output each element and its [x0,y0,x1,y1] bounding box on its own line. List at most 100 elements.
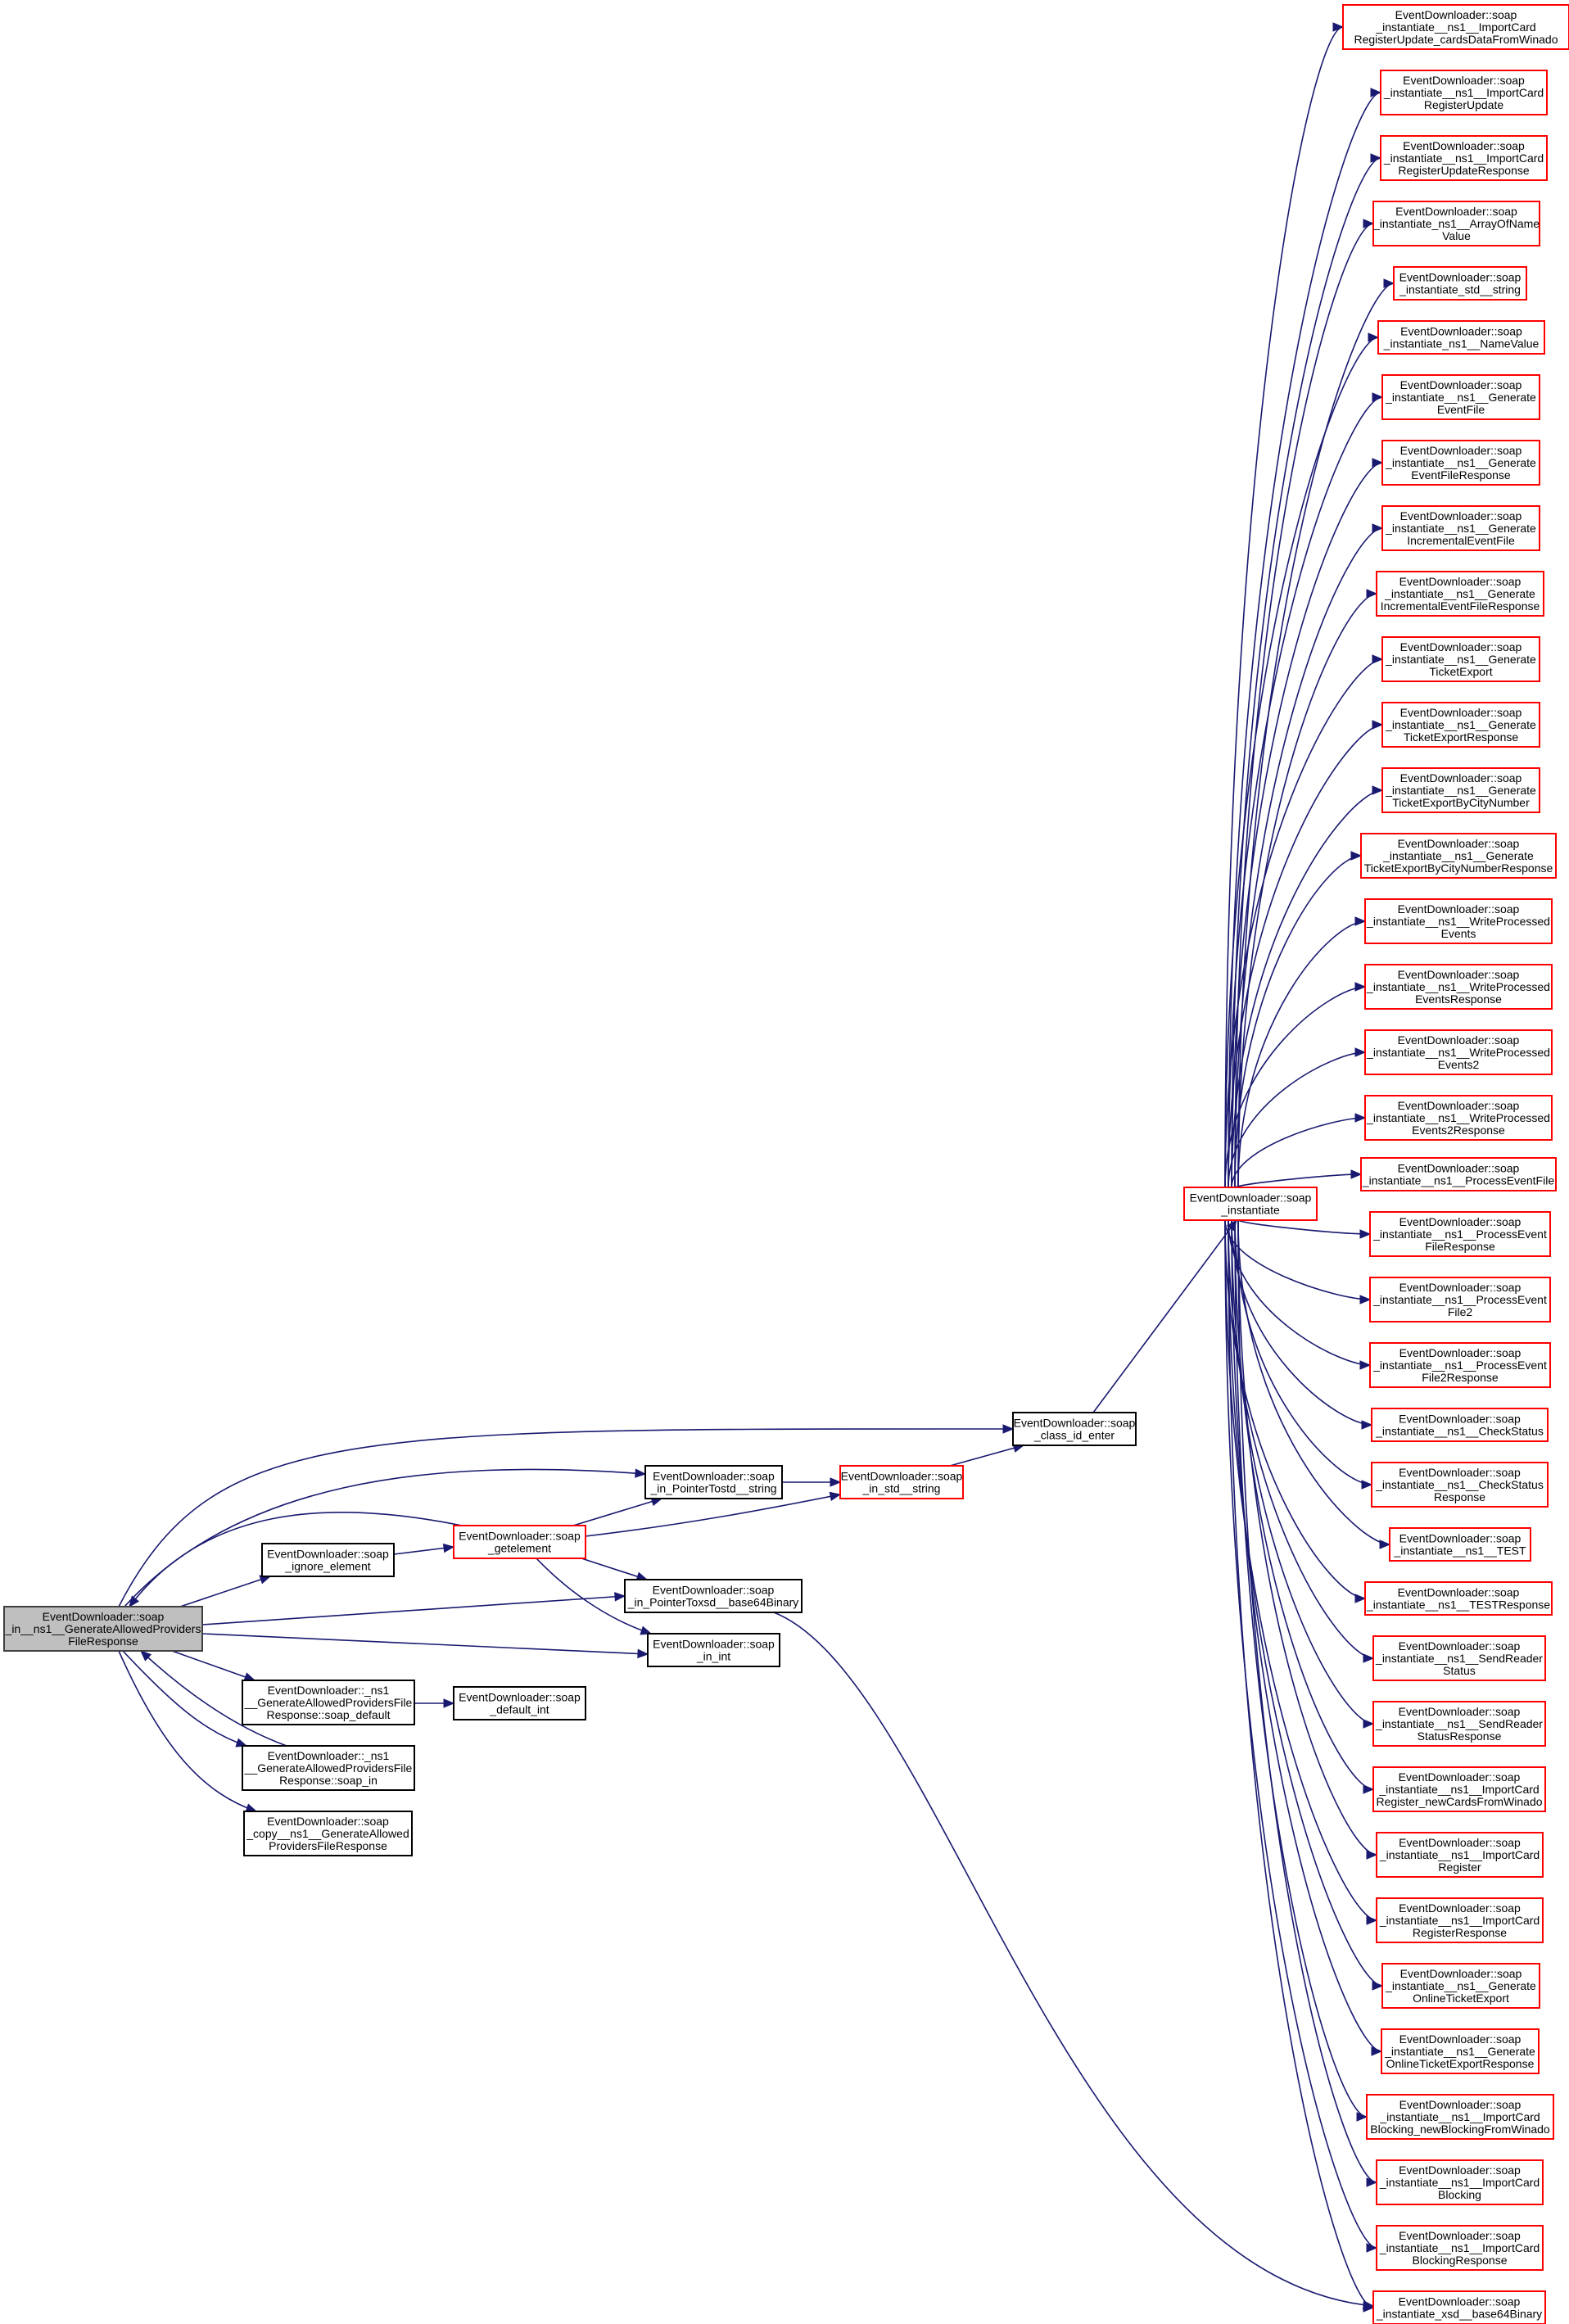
node-in-int[interactable]: EventDownloader::soap_in_int [647,1633,780,1667]
node-r25[interactable]: EventDownloader::soap_instantiate__ns1__… [1364,1581,1553,1616]
edge-instantiate-to-r13 [1234,855,1362,1188]
node-r36[interactable]: EventDownloader::soap_instantiate_xsd__b… [1372,2290,1546,2324]
edge-class_id_enter-to-instantiate-arrowhead [1226,1219,1237,1232]
edge-class_id_enter-to-instantiate [1092,1219,1237,1413]
node-soap-copy[interactable]: EventDownloader::soap_copy__ns1__Generat… [243,1811,413,1856]
edge-instantiate-to-r12 [1231,789,1383,1188]
node-r21[interactable]: EventDownloader::soap_instantiate__ns1__… [1369,1342,1551,1388]
node-r14[interactable]: EventDownloader::soap_instantiate__ns1__… [1364,898,1553,944]
node-ignore-element[interactable]: EventDownloader::soap_ignore_element [261,1543,395,1577]
edge-instantiate-to-r7-arrowhead [1372,458,1384,468]
node-box [1376,2159,1544,2205]
node-label-line: _instantiate__ns1__TESTResponse [1366,1598,1550,1612]
node-soap-default[interactable]: EventDownloader::_ns1__GenerateAllowedPr… [242,1680,415,1725]
edge-instantiate-to-r16 [1228,1051,1366,1188]
node-r4[interactable]: EventDownloader::soap_instantiate_std__s… [1393,266,1527,301]
edge-instantiate-to-r19 [1237,1219,1371,1235]
node-default-int[interactable]: EventDownloader::soap_default_int [453,1686,586,1720]
node-label-line: EventDownloader::soap [1014,1417,1136,1430]
node-in-PointerTostd-string[interactable]: EventDownloader::soap_in_PointerTostd__s… [644,1465,783,1499]
node-in-PointerToxsd-base64[interactable]: EventDownloader::soap_in_PointerToxsd__b… [624,1579,803,1613]
node-r34[interactable]: EventDownloader::soap_instantiate__ns1__… [1376,2159,1544,2205]
edge-instantiate-to-r14 [1237,920,1366,1188]
node-label-line: EventFileResponse [1411,468,1511,482]
node-r16[interactable]: EventDownloader::soap_instantiate__ns1__… [1364,1029,1553,1075]
node-r31[interactable]: EventDownloader::soap_instantiate__ns1__… [1381,1963,1540,2009]
node-r19[interactable]: EventDownloader::soap_instantiate__ns1__… [1369,1211,1551,1257]
node-label-line: IncrementalEventFile [1407,534,1515,547]
node-box [242,1745,415,1791]
node-r2[interactable]: EventDownloader::soap_instantiate__ns1__… [1380,135,1548,181]
node-root[interactable]: EventDownloader::soap_in__ns1__GenerateA… [3,1606,203,1652]
edge-instantiate-to-r5-arrowhead [1368,332,1380,342]
node-r30[interactable]: EventDownloader::soap_instantiate__ns1__… [1376,1897,1544,1943]
node-box [1372,1635,1546,1681]
node-r0[interactable]: EventDownloader::soap_instantiate__ns1__… [1342,4,1569,50]
node-r35[interactable]: EventDownloader::soap_instantiate__ns1__… [1376,2225,1544,2271]
node-r28[interactable]: EventDownloader::soap_instantiate__ns1__… [1372,1766,1546,1812]
node-r15[interactable]: EventDownloader::soap_instantiate__ns1__… [1364,964,1553,1010]
node-r32[interactable]: EventDownloader::soap_instantiate__ns1__… [1381,2028,1540,2074]
edge-instantiate-to-r17-arrowhead [1354,1113,1367,1123]
node-label-line: _instantiate_std__string [1399,283,1521,296]
node-label-line: EventsResponse [1415,992,1502,1006]
edge-instantiate-to-r31 [1228,1219,1383,1987]
node-r17[interactable]: EventDownloader::soap_instantiate__ns1__… [1364,1095,1553,1141]
node-box [1372,1766,1546,1812]
node-label-line: EventDownloader::soap [1400,378,1522,391]
edge-instantiate-to-r28 [1234,1219,1374,1790]
node-label-line: EventFile [1437,403,1485,416]
node-box [1369,1342,1551,1388]
edge-instantiate-to-r2-arrowhead [1370,153,1382,163]
node-r10[interactable]: EventDownloader::soap_instantiate__ns1__… [1381,636,1540,682]
node-r13[interactable]: EventDownloader::soap_instantiate__ns1__… [1360,833,1557,879]
node-label-line: EventDownloader::soap [1400,444,1522,457]
node-in-std-string[interactable]: EventDownloader::soap_in_std__string [839,1465,964,1499]
node-r26[interactable]: EventDownloader::soap_instantiate__ns1__… [1372,1635,1546,1681]
node-r22[interactable]: EventDownloader::soap_instantiate__ns1__… [1371,1408,1549,1442]
node-label-line: _instantiate__ns1__ImportCard [1379,1914,1540,1927]
node-box [624,1579,803,1613]
node-r5[interactable]: EventDownloader::soap_instantiate_ns1__N… [1377,320,1545,355]
node-getelement[interactable]: EventDownloader::soap_getelement [453,1525,586,1559]
node-label-line: _instantiate__ns1__TEST [1393,1544,1526,1558]
node-r12[interactable]: EventDownloader::soap_instantiate__ns1__… [1381,767,1540,813]
node-label-line: EventDownloader::_ns1 [268,1684,390,1697]
edge-instantiate-to-r28-arrowhead [1363,1784,1375,1794]
node-label-line: EventDownloader::soap [43,1610,165,1623]
node-class-id-enter[interactable]: EventDownloader::soap_class_id_enter [1012,1412,1137,1446]
edge-root-to-in_int-arrowhead [637,1648,649,1659]
node-r1[interactable]: EventDownloader::soap_instantiate__ns1__… [1380,70,1548,115]
node-box [1393,266,1527,301]
node-label-line: FileResponse [68,1634,138,1648]
node-label-line: EventDownloader::soap [1399,1466,1521,1479]
node-r3[interactable]: EventDownloader::soap_instantiate_ns1__A… [1372,201,1540,246]
node-r9[interactable]: EventDownloader::soap_instantiate__ns1__… [1376,571,1544,617]
node-label-line: Response::soap_default [267,1708,391,1721]
edge-getelement-to-in_std_string-arrowhead [829,1491,842,1502]
node-r8[interactable]: EventDownloader::soap_instantiate__ns1__… [1381,505,1540,551]
node-r18[interactable]: EventDownloader::soap_instantiate__ns1__… [1360,1157,1557,1191]
node-label-line: Response [1434,1490,1485,1503]
node-label-line: EventDownloader::soap [841,1470,963,1483]
node-r20[interactable]: EventDownloader::soap_instantiate__ns1__… [1369,1277,1551,1323]
node-soap-in-member[interactable]: EventDownloader::_ns1__GenerateAllowedPr… [242,1745,415,1791]
edge-instantiate-to-r14-arrowhead [1354,916,1367,926]
node-r29[interactable]: EventDownloader::soap_instantiate__ns1__… [1376,1832,1544,1878]
edge-instantiate-to-r20 [1224,1219,1371,1300]
node-r7[interactable]: EventDownloader::soap_instantiate__ns1__… [1381,440,1540,486]
node-label-line: EventDownloader::soap [1398,1033,1520,1047]
node-r11[interactable]: EventDownloader::soap_instantiate__ns1__… [1381,702,1540,748]
edge-instantiate-to-r15-arrowhead [1354,982,1367,992]
node-r27[interactable]: EventDownloader::soap_instantiate__ns1__… [1372,1701,1546,1747]
node-instantiate[interactable]: EventDownloader::soap_instantiate [1183,1187,1318,1221]
node-box [1372,2290,1546,2324]
node-box [1380,135,1548,181]
node-label-line: _instantiate__ns1__SendReader [1375,1652,1543,1665]
node-label-line: _instantiate__ns1__Generate [1385,391,1536,404]
node-r23[interactable]: EventDownloader::soap_instantiate__ns1__… [1371,1462,1549,1508]
node-r33[interactable]: EventDownloader::soap_instantiate__ns1__… [1366,2094,1554,2140]
node-r24[interactable]: EventDownloader::soap_instantiate__ns1__… [1389,1527,1531,1562]
node-r6[interactable]: EventDownloader::soap_instantiate__ns1__… [1381,374,1540,420]
